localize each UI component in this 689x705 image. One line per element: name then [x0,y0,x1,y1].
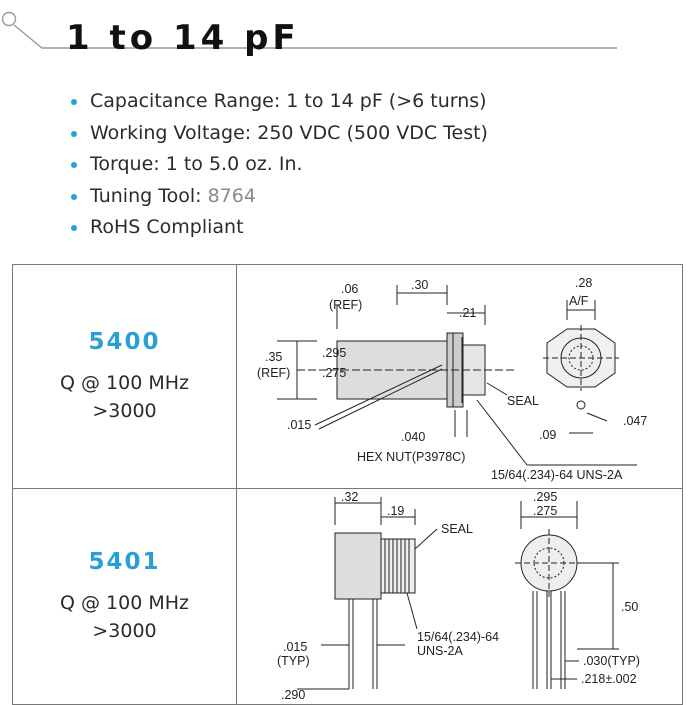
dim-label: .275 [533,504,557,518]
dim-label: SEAL [441,522,473,536]
dimension-drawing-5400: .06 (REF) .30 .21 .28 A/F .35 (REF) .295… [257,276,647,482]
dim-label: 15/64(.234)-64 [417,630,499,644]
tuning-tool-label: Tuning Tool: [90,184,202,207]
table-row: 5401 Q @ 100 MHz >3000 [12,488,683,705]
dim-label: HEX NUT(P3978C) [357,450,465,464]
part-info-5401: 5401 Q @ 100 MHz >3000 [12,488,237,705]
tuning-tool-link[interactable]: 8764 [207,184,256,207]
dim-label: .290 [281,688,305,702]
dim-label: .295 [322,346,346,360]
part-number[interactable]: 5401 [88,548,161,575]
dim-label: .28 [575,276,592,290]
dim-label: SEAL [507,394,539,408]
header-decoration [1,11,617,49]
table-row: 5400 Q @ 100 MHz >3000 [12,264,683,489]
dim-label: .015 [287,418,311,432]
dim-label: .35 [265,350,282,364]
q-value: >3000 [92,399,157,422]
part-info-5400: 5400 Q @ 100 MHz >3000 [12,264,237,489]
dim-label: .030(TYP) [583,654,640,668]
drawing-5401: .32 .19 SEAL .295 .275 .50 .015 (TYP) 15… [236,488,683,705]
dimension-drawing-5401: .32 .19 SEAL .295 .275 .50 .015 (TYP) 15… [277,490,640,702]
feature-voltage: Working Voltage: 250 VDC (500 VDC Test) [68,118,488,150]
dim-label: .19 [387,504,404,518]
feature-list: Capacitance Range: 1 to 14 pF (>6 turns)… [68,86,488,244]
feature-torque: Torque: 1 to 5.0 oz. In. [68,149,488,181]
dim-label: .040 [401,430,425,444]
q-value: >3000 [92,619,157,642]
dim-label: .09 [539,428,556,442]
dim-label: .295 [533,490,557,504]
drawing-5400: .06 (REF) .30 .21 .28 A/F .35 (REF) .295… [236,264,683,489]
dim-label: .30 [411,278,428,292]
dim-label: .21 [459,306,476,320]
feature-capacitance: Capacitance Range: 1 to 14 pF (>6 turns) [68,86,488,118]
dim-label: .047 [623,414,647,428]
dim-label: (TYP) [277,654,310,668]
dim-label: 15/64(.234)-64 UNS-2A [491,468,623,482]
dim-label: .275 [322,366,346,380]
section-header: 1 to 14 pF [0,0,689,60]
dim-label: .50 [621,600,638,614]
dim-label: (REF) [329,298,362,312]
dim-label: A/F [569,294,589,308]
parts-table: 5400 Q @ 100 MHz >3000 [12,264,683,705]
page-title: 1 to 14 pF [66,18,300,58]
q-label: Q @ 100 MHz [60,371,189,394]
feature-rohs: RoHS Compliant [68,212,488,244]
dim-label: .32 [341,490,358,504]
dim-label: UNS-2A [417,644,464,658]
part-number[interactable]: 5400 [88,328,161,355]
dim-label: .06 [341,282,358,296]
dim-label: (REF) [257,366,290,380]
dim-label: .015 [283,640,307,654]
dim-label: .218±.002 [581,672,637,686]
q-label: Q @ 100 MHz [60,591,189,614]
feature-tuning-tool: Tuning Tool: 8764 [68,181,488,213]
